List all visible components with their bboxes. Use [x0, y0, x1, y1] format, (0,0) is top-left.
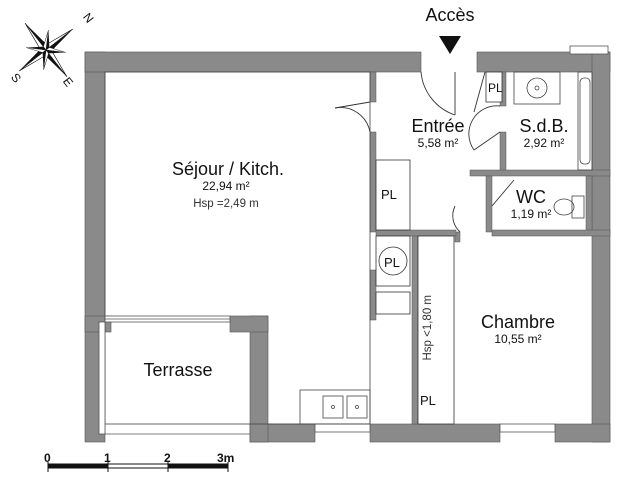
- wc-name: WC: [516, 187, 546, 207]
- bathroom-fixtures: [513, 71, 593, 171]
- sdb-name: S.d.B.: [519, 116, 569, 136]
- toilet-fixture: [553, 195, 585, 219]
- chambre-area: 10,55 m²: [494, 332, 542, 346]
- scale-bar: [47, 462, 229, 472]
- scale-label-3m: 3m: [217, 451, 235, 465]
- closet-label-hall: PL: [420, 393, 436, 408]
- closet-label-entree: PL: [488, 81, 503, 95]
- windows: [98, 315, 556, 435]
- scale-label-0: 0: [44, 451, 51, 465]
- washer-circle: [378, 246, 408, 276]
- kitchen-sink: [299, 389, 371, 425]
- closets: [375, 71, 503, 425]
- entrance-arrow-icon: [439, 36, 461, 54]
- chambre-name: Chambre: [480, 312, 556, 332]
- sejour-area: 22,94 m²: [202, 179, 250, 193]
- sejour-name: Séjour / Kitch.: [171, 159, 285, 179]
- sdb-area: 2,92 m²: [523, 136, 565, 150]
- scale-label-2: 2: [164, 451, 171, 465]
- entrance-label: Accès: [425, 5, 475, 25]
- vent-box: [569, 45, 609, 55]
- wc-area: 1,19 m²: [510, 207, 552, 221]
- compass-rose-icon: [19, 23, 73, 77]
- closet-label-washer: PL: [384, 255, 400, 270]
- entree-name: Entrée: [411, 116, 465, 136]
- scale-label-1: 1: [104, 451, 111, 465]
- entree-area: 5,58 m²: [417, 136, 459, 150]
- sejour-outline: [104, 71, 371, 425]
- doors: [334, 71, 515, 233]
- terrasse-name: Terrasse: [143, 360, 213, 380]
- closet-label-sejour: PL: [381, 187, 397, 202]
- sejour-height: Hsp =2,49 m: [193, 198, 259, 210]
- hsp-vertical-note: Hsp <1,80 m: [422, 294, 435, 361]
- exterior-walls: [84, 51, 611, 443]
